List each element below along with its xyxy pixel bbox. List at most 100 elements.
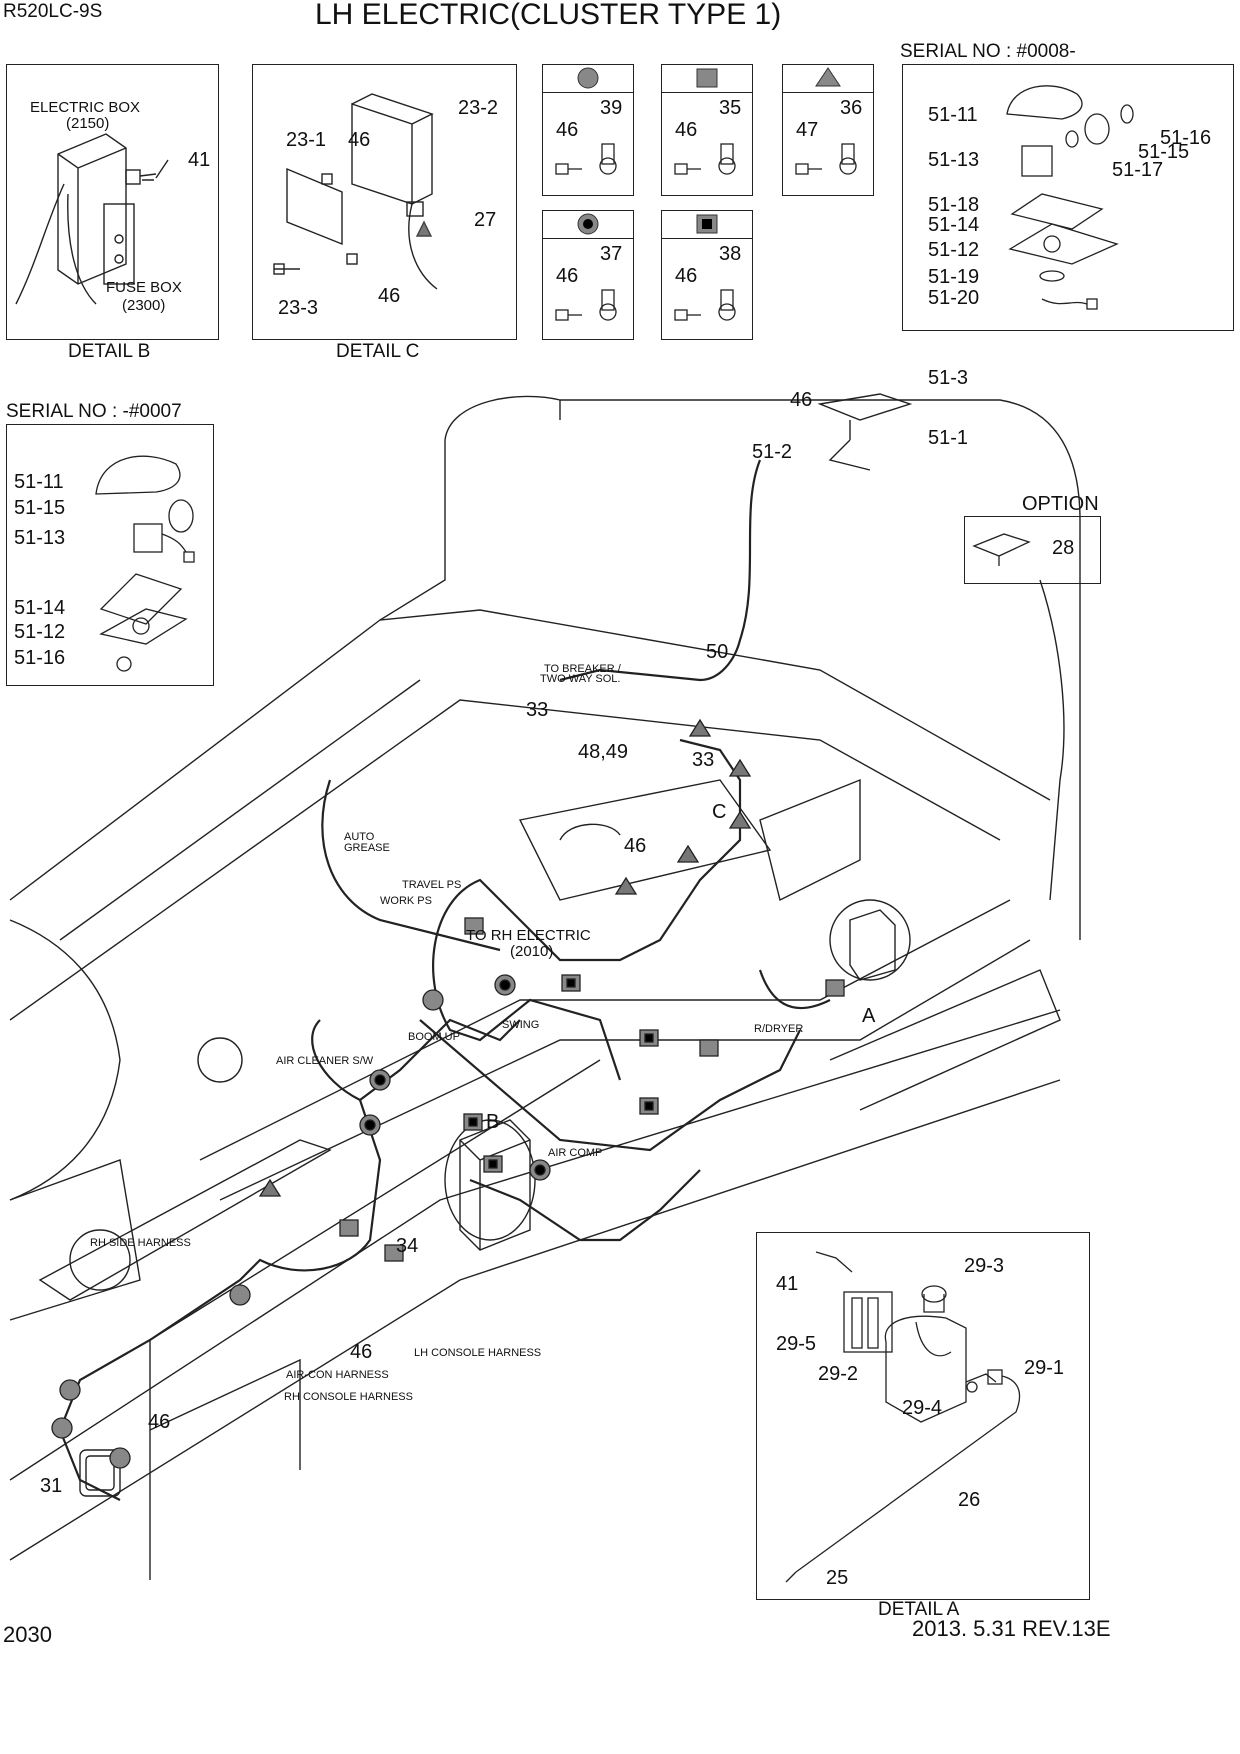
sn-new-51-13: 51-13 (928, 149, 980, 171)
detail-a-29-2: 29-2 (818, 1363, 859, 1385)
main-50: 50 (706, 641, 729, 663)
harness-grease: GREASE (344, 842, 390, 854)
detail-a-caption: DETAIL A (878, 1599, 960, 1620)
detail-a-29-5: 29-5 (776, 1333, 817, 1355)
detail-c-23-1: 23-1 (286, 129, 327, 151)
detail-a-drawing (785, 1251, 1021, 1583)
square-symbol-icon (674, 68, 736, 175)
harness-r-dryer: R/DRYER (754, 1023, 804, 1035)
option-28: 28 (1052, 537, 1075, 559)
detail-a-box (756, 1232, 1090, 1600)
symbol-triangle-47: 47 (796, 119, 819, 141)
symbol-dot-square-38: 38 (719, 243, 742, 265)
date-revision: 2013. 5.31 REV.13E (912, 1616, 1111, 1641)
electric-box-label: ELECTRIC BOX (30, 99, 141, 116)
main-51-2: 51-2 (752, 441, 793, 463)
harness-boom-up: BOOM UP (408, 1031, 460, 1043)
symbol-dot-circle-37: 37 (600, 243, 623, 265)
sn-old-51-16: 51-16 (14, 647, 66, 669)
harness-work-ps: WORK PS (380, 895, 432, 907)
main-48-49: 48,49 (578, 741, 629, 763)
main-33b: 33 (692, 749, 715, 771)
sn-new-51-18: 51-18 (928, 194, 980, 216)
harness-auto: AUTO (344, 831, 375, 843)
sn-new-51-12: 51-12 (928, 239, 980, 261)
harness-air-con: AIR-CON HARNESS (286, 1369, 389, 1381)
page-title: LH ELECTRIC(CLUSTER TYPE 1) (315, 0, 782, 31)
sn-new-51-19: 51-19 (928, 266, 980, 288)
sn-new-51-20: 51-20 (928, 287, 980, 309)
symbol-square-35: 35 (719, 97, 742, 119)
main-31: 31 (40, 1475, 63, 1497)
serial-new-title: SERIAL NO : #0008- (900, 41, 1076, 62)
symbol-dot-square-46: 46 (675, 265, 698, 287)
detail-c-caption: DETAIL C (336, 341, 420, 362)
harness-to-breaker-1: TO BREAKER / (544, 663, 621, 675)
harness-swing: SWING (502, 1019, 540, 1031)
serial-old-title: SERIAL NO : -#0007 (6, 401, 182, 422)
main-46-top: 46 (790, 389, 813, 411)
detail-c-23-2: 23-2 (458, 97, 499, 119)
circle-symbol-icon (555, 67, 617, 175)
option-box (964, 516, 1101, 584)
symbol-circle-39: 39 (600, 97, 623, 119)
option-drawing (972, 533, 1031, 566)
harness-to-rh-electric: TO RH ELECTRIC (466, 927, 591, 944)
serial-new-drawing (1006, 85, 1134, 310)
sn-old-51-11: 51-11 (14, 471, 64, 493)
detail-c-drawing (273, 93, 438, 290)
detail-c-23-3: 23-3 (278, 297, 319, 319)
detail-b-caption: DETAIL B (68, 341, 151, 362)
detail-c-27: 27 (474, 209, 497, 231)
sn-new-51-15: 51-15 (1138, 141, 1190, 163)
harness-travel-ps: TRAVEL PS (402, 879, 462, 891)
main-46-left: 46 (148, 1411, 171, 1433)
main-46-mid: 46 (624, 835, 647, 857)
fuse-box-label: FUSE BOX (106, 279, 182, 296)
detail-a-29-1: 29-1 (1024, 1357, 1065, 1379)
sn-old-51-13: 51-13 (14, 527, 66, 549)
sn-new-51-16: 51-16 (1160, 127, 1212, 149)
main-33a: 33 (526, 699, 549, 721)
harness-to-rh-number: (2010) (510, 943, 554, 960)
sn-new-51-17: 51-17 (1112, 159, 1164, 181)
detail-a-41: 41 (776, 1273, 799, 1295)
detail-c-box (252, 64, 517, 340)
serial-old-drawing (95, 455, 195, 672)
main-letter-a: A (862, 1005, 876, 1027)
detail-a-25: 25 (826, 1567, 849, 1589)
sn-old-51-12: 51-12 (14, 621, 66, 643)
dot-circle-symbol-icon (555, 213, 617, 321)
main-51-1: 51-1 (928, 427, 969, 449)
fuse-box-number: (2300) (122, 297, 166, 314)
serial-old-box (6, 424, 214, 686)
electric-box-number: (2150) (66, 115, 110, 132)
upper-frame-drawing (9, 393, 1081, 1580)
page-number: 2030 (3, 1622, 52, 1647)
detail-a-26: 26 (958, 1489, 981, 1511)
main-letter-b: B (486, 1111, 500, 1133)
serial-new-box (902, 64, 1234, 331)
sn-new-51-11: 51-11 (928, 104, 978, 126)
main-51-3: 51-3 (928, 367, 969, 389)
harness-lh-console: LH CONSOLE HARNESS (414, 1347, 542, 1359)
dot-square-symbol-icon (674, 214, 736, 321)
symbol-circle-46: 46 (556, 119, 579, 141)
symbol-dot-circle-46: 46 (556, 265, 579, 287)
symbol-triangle-36: 36 (840, 97, 863, 119)
symbol-square-46: 46 (675, 119, 698, 141)
harness-rh-side: RH SIDE HARNESS (90, 1237, 191, 1249)
triangle-symbol-icon (795, 67, 857, 175)
detail-b-box (6, 64, 219, 340)
harness-rh-console: RH CONSOLE HARNESS (284, 1391, 413, 1403)
sn-new-51-14: 51-14 (928, 214, 980, 236)
main-34: 34 (396, 1235, 419, 1257)
detail-c-46a: 46 (348, 129, 371, 151)
main-46-low: 46 (350, 1341, 373, 1363)
detail-c-46b: 46 (378, 285, 401, 307)
main-letter-c: C (712, 801, 727, 823)
detail-b-drawing (15, 133, 169, 305)
detail-a-29-3: 29-3 (964, 1255, 1005, 1277)
model-code: R520LC-9S (3, 1, 103, 22)
sn-old-51-15: 51-15 (14, 497, 66, 519)
